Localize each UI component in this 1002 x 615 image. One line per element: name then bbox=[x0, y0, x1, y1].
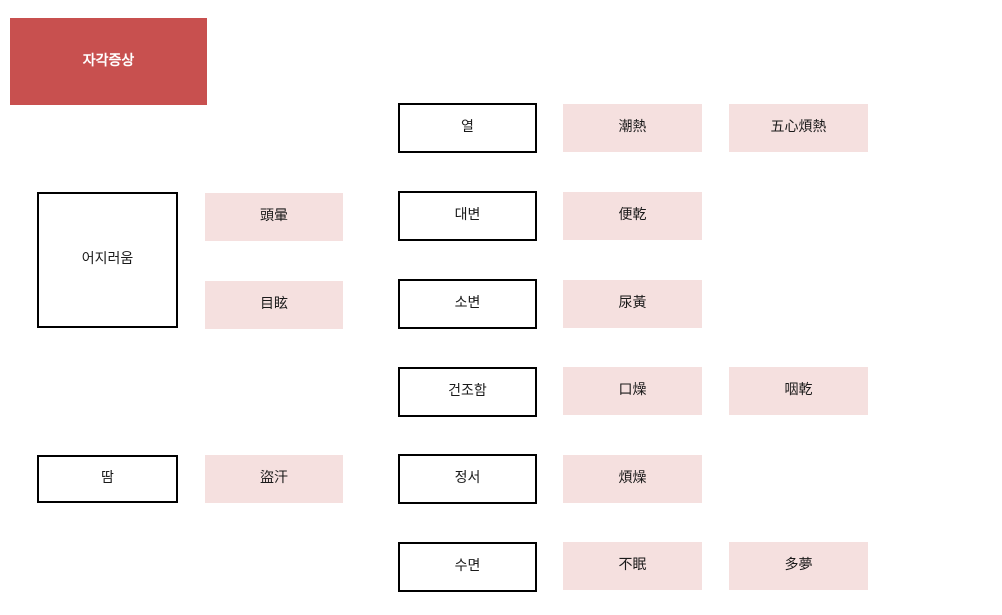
node-dryness: 건조함 bbox=[398, 367, 537, 417]
node-stool-1: 便乾 bbox=[563, 192, 702, 240]
node-urine: 소변 bbox=[398, 279, 537, 329]
node-fever: 열 bbox=[398, 103, 537, 153]
node-dizzy-1: 頭暈 bbox=[205, 193, 343, 241]
node-dryness-2: 咽乾 bbox=[729, 367, 868, 415]
node-sleep-2: 多夢 bbox=[729, 542, 868, 590]
node-emotion-1: 煩燥 bbox=[563, 455, 702, 503]
diagram-title-banner: 자각증상 bbox=[10, 18, 207, 105]
node-urine-1: 尿黃 bbox=[563, 280, 702, 328]
node-fever-2: 五心煩熱 bbox=[729, 104, 868, 152]
node-sweat-1: 盜汗 bbox=[205, 455, 343, 503]
node-dizzy-2: 目眩 bbox=[205, 281, 343, 329]
node-emotion: 정서 bbox=[398, 454, 537, 504]
node-dryness-1: 口燥 bbox=[563, 367, 702, 415]
node-sweat: 땀 bbox=[37, 455, 178, 503]
node-sleep-1: 不眠 bbox=[563, 542, 702, 590]
node-fever-1: 潮熱 bbox=[563, 104, 702, 152]
node-stool: 대변 bbox=[398, 191, 537, 241]
node-dizzy: 어지러움 bbox=[37, 192, 178, 328]
node-sleep: 수면 bbox=[398, 542, 537, 592]
